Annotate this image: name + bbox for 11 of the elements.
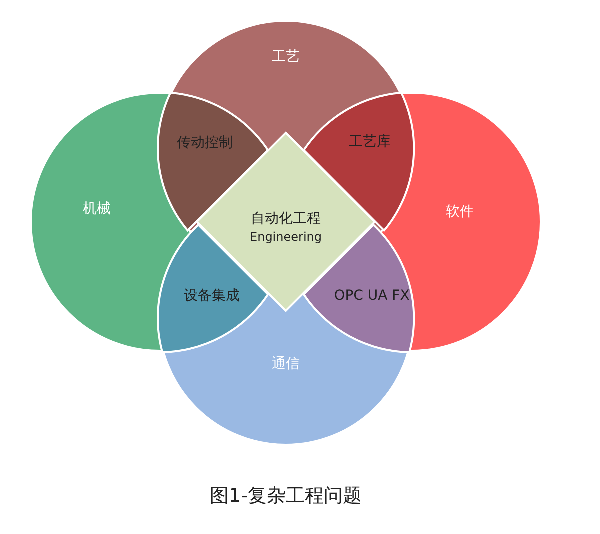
region-label: 传动控制	[177, 136, 233, 150]
region-label: 工艺库	[349, 135, 391, 149]
region-label: 通信	[272, 357, 300, 371]
region-label: 机械	[83, 202, 111, 216]
region-label: 设备集成	[184, 289, 240, 303]
region-label: 工艺	[272, 50, 300, 64]
caption: 图1-复杂工程问题	[209, 484, 363, 509]
region-label: OPC UA FX	[334, 289, 410, 303]
region-label: 自动化工程	[251, 212, 321, 226]
region-sublabel: Engineering	[250, 231, 322, 243]
region-label: 软件	[446, 205, 474, 219]
